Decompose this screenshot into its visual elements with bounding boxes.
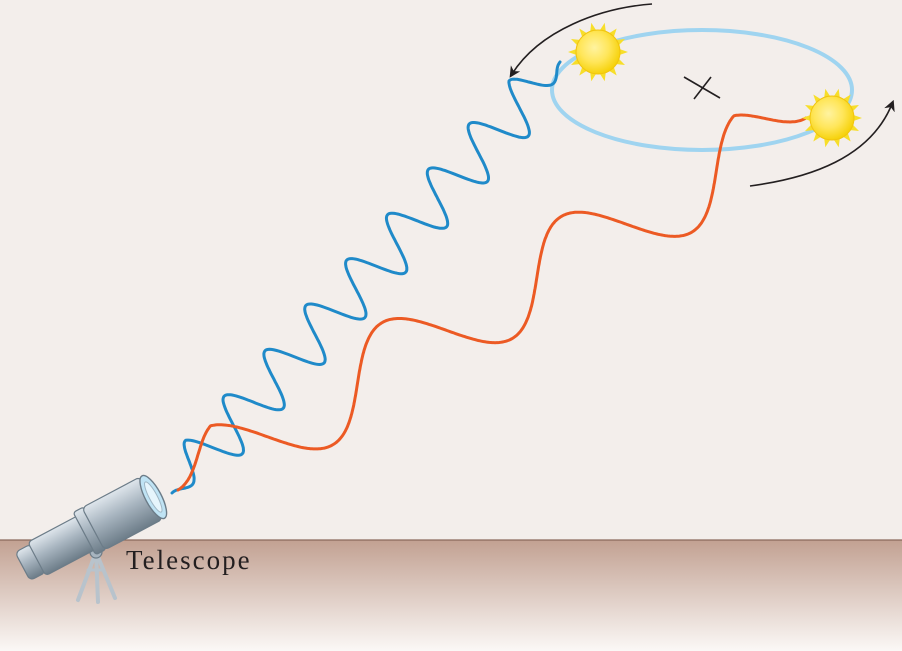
star-ray — [802, 114, 812, 122]
blueshifted-light-wave — [170, 60, 562, 495]
star-ray — [608, 28, 617, 38]
receding-star-sun-icon — [802, 88, 862, 148]
star-ray — [813, 94, 822, 104]
orbit-direction-arrow-bottom-curved-arrow-icon — [749, 99, 895, 187]
orbit-ellipse — [550, 28, 854, 152]
star-ray — [842, 132, 851, 142]
star-ray — [813, 132, 822, 142]
telescope-tripod — [76, 550, 117, 604]
orbit-direction-arrow-top-curved-arrow-icon — [509, 3, 653, 78]
redshifted-light-wave — [176, 113, 808, 492]
telescope-icon — [16, 474, 168, 604]
star-ray — [618, 48, 628, 56]
sky-background — [0, 0, 902, 541]
star-ray — [579, 28, 588, 38]
telescope-label: Telescope — [126, 545, 252, 575]
star-ray — [579, 66, 588, 76]
ground — [0, 540, 902, 651]
approaching-star-sun-icon — [568, 22, 628, 82]
star-ray — [568, 48, 578, 56]
star-ray — [842, 94, 851, 104]
center-of-mass-x-mark-icon — [683, 76, 721, 100]
star-ray — [852, 114, 862, 122]
star-ray — [608, 66, 617, 76]
